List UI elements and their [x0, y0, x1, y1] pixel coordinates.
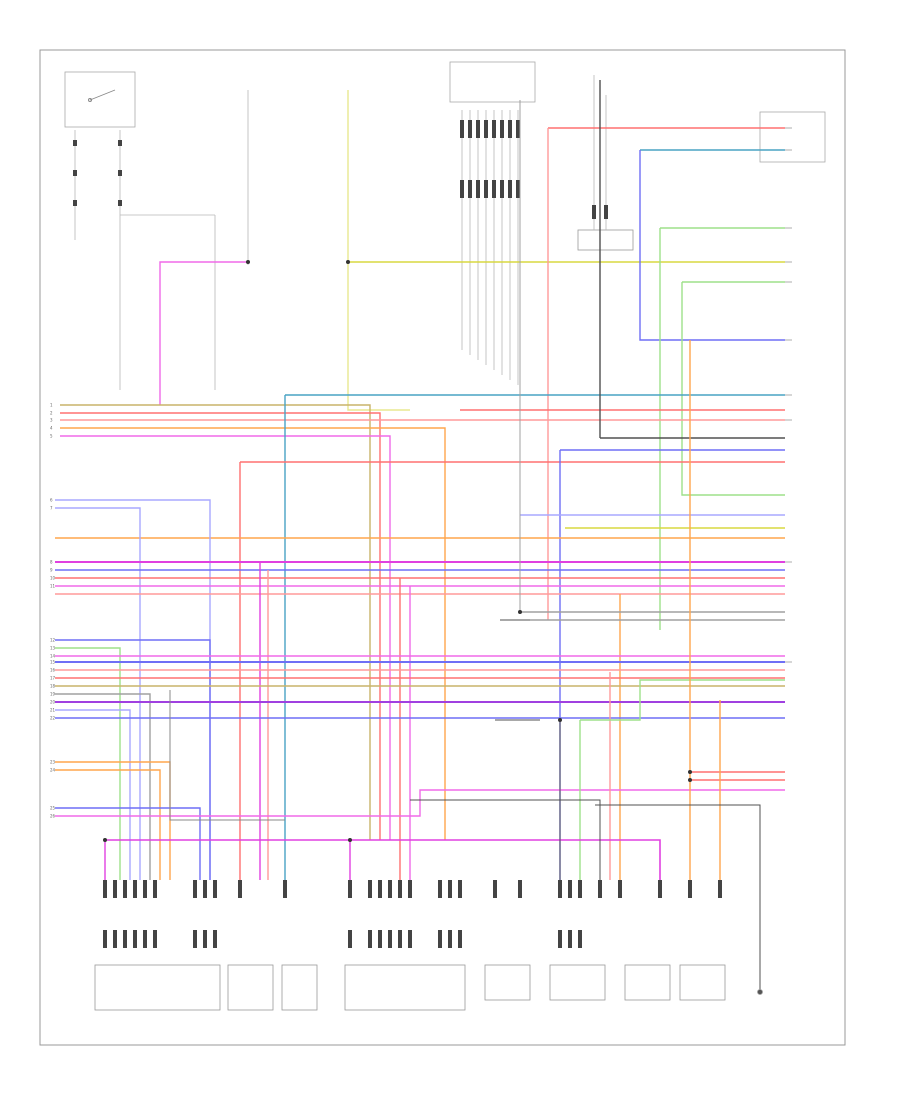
- pin-number: 6: [50, 498, 53, 503]
- pin-number: 11: [50, 584, 56, 589]
- bottom-components: [94, 964, 763, 1011]
- colored-wires: [55, 80, 785, 990]
- pin-number: 16: [50, 668, 56, 673]
- pin-number: 20: [50, 700, 56, 705]
- pin-number: 7: [50, 506, 53, 511]
- pin-number: 17: [50, 676, 56, 681]
- pin-number: 23: [50, 760, 56, 765]
- pin-number: 19: [50, 692, 56, 697]
- ground-point: [757, 989, 763, 995]
- top-components: [64, 61, 826, 251]
- pin-number: 22: [50, 716, 56, 721]
- pin-number: 2: [50, 411, 53, 416]
- pin-number: 14: [50, 654, 56, 659]
- component-box-6: [549, 964, 606, 1001]
- pin-number: 25: [50, 806, 56, 811]
- pin-number: 24: [50, 768, 56, 773]
- pin-number: 18: [50, 684, 56, 689]
- component-box-5: [484, 964, 531, 1001]
- control-unit-box: [449, 61, 536, 103]
- top-left-switch-box: [64, 71, 136, 128]
- pin-number: 1: [50, 403, 53, 408]
- pin-number: 12: [50, 638, 56, 643]
- component-box-8: [679, 964, 726, 1001]
- pin-number: 4: [50, 426, 53, 431]
- pin-number: 26: [50, 814, 56, 819]
- pin-number: 3: [50, 418, 53, 423]
- component-box-2: [227, 964, 274, 1011]
- component-box-4: [344, 964, 466, 1011]
- pin-number: 5: [50, 434, 53, 439]
- pin-number: 21: [50, 708, 56, 713]
- top-wire-markers: [73, 120, 608, 219]
- left-connector-pins: 1234567891011121314151617181920212223242…: [50, 403, 56, 819]
- pin-number: 9: [50, 568, 53, 573]
- right-edge-markers: [785, 127, 792, 663]
- multi-pin-connector: [577, 229, 634, 251]
- diagram-frame: [39, 49, 846, 1046]
- pin-number: 13: [50, 646, 56, 651]
- pin-number: 10: [50, 576, 56, 581]
- splice-dots: [103, 260, 692, 842]
- top-right-module-box: [759, 111, 826, 163]
- component-box-1: [94, 964, 221, 1011]
- pin-number: 15: [50, 660, 56, 665]
- component-box-7: [624, 964, 671, 1001]
- top-vertical-wires: [74, 75, 607, 390]
- pin-number: 8: [50, 560, 53, 565]
- bottom-pin-markers: [103, 880, 722, 948]
- component-box-3: [281, 964, 318, 1011]
